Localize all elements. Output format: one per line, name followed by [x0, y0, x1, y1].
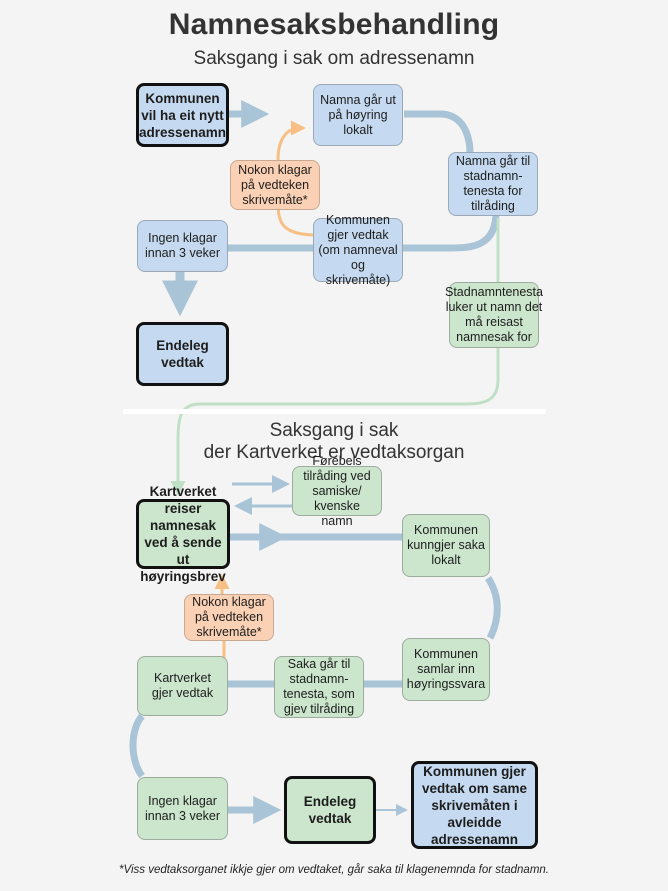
node-municipality-decision: Kommunen gjer vedtak (om namneval og skr…	[313, 213, 403, 287]
node-screening: Stadnamntenesta luker ut namn det må rei…	[445, 282, 543, 348]
node-announce-locally: Kommunen kunngjer saka lokalt	[402, 514, 490, 577]
node-service-advice: Saka går til stadnamn-tenesta, som gjev …	[274, 656, 364, 718]
section-title-bottom-line2: der Kartverket er vedtaksorgan	[203, 442, 465, 463]
node-municipality-new-name: Kommunen vil ha eit nytt adressenamn	[136, 83, 229, 147]
flow-line-bottom-3	[485, 576, 501, 640]
node-final-decision-bottom: Endeleg vedtak	[284, 776, 376, 844]
node-collect-responses: Kommunen samlar inn høyringssvara	[402, 638, 490, 701]
section-title-bottom: Saksgang i sak der Kartverket er vedtaks…	[0, 420, 668, 464]
node-complaint-top: Nokon klagar på vedteken skrivemåte*	[230, 160, 320, 210]
node-to-place-name-service: Namna går til stadnamn-tenesta for tilrå…	[448, 152, 538, 216]
page-title: Namnesaksbehandling	[168, 8, 500, 41]
node-kartverket-starts-case: Kartverket reiser namnesak ved å sende u…	[136, 484, 230, 584]
node-preliminary-advice: Førebels tilråding ved samiske/ kvenske …	[292, 454, 382, 528]
node-derived-address-names: Kommunen gjer vedtak om same skrivemåten…	[411, 761, 538, 849]
flow-line-top-4	[402, 211, 500, 252]
flow-line-top-2	[404, 110, 474, 153]
node-local-hearing: Namna går ut på høyring lokalt	[313, 84, 403, 146]
flow-line-bottom-6	[129, 713, 145, 779]
node-complaint-bottom: Nokon klagar på vedteken skrivemåte*	[184, 594, 274, 641]
section-title-bottom-line1: Saksgang i sak	[269, 420, 399, 441]
flow-line-green-2	[170, 348, 500, 496]
node-final-decision-top: Endeleg vedtak	[136, 322, 229, 386]
node-no-complaints-top: Ingen klagar innan 3 veker	[137, 220, 228, 272]
section-title-top: Saksgang i sak om adressenamn	[193, 48, 475, 69]
section-divider	[123, 409, 546, 414]
node-kartverket-decision: Kartverket gjer vedtak	[137, 656, 228, 716]
footnote: *Viss vedtaksorganet ikkje gjer om vedta…	[119, 864, 549, 876]
node-no-complaints-bottom: Ingen klagar innan 3 veker	[137, 777, 228, 840]
